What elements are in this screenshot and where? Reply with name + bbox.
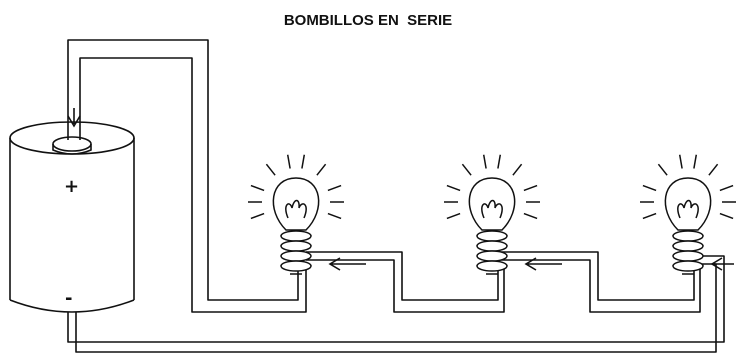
circuit-wires — [67, 39, 725, 353]
bulb-base — [476, 230, 508, 275]
arrow-left-icon — [710, 257, 734, 271]
wire-bulb2-bulb3-inner — [500, 259, 701, 313]
bulb-base — [280, 230, 312, 275]
battery: + - — [9, 121, 135, 313]
positive-terminal-label: + — [64, 176, 79, 197]
wire-bulb2-bulb3-outer — [500, 251, 695, 301]
bulb-filament — [285, 199, 307, 219]
bulb-filament — [481, 199, 503, 219]
wire-bulb1-bulb2-inner — [306, 259, 505, 313]
bulb-glass — [468, 177, 516, 231]
light-rays — [444, 154, 540, 220]
arrow-left-icon — [328, 257, 366, 271]
wire-positive-outer — [67, 39, 299, 301]
wire-return-outer — [67, 255, 725, 343]
negative-terminal-label: - — [65, 288, 72, 309]
bulb-glass — [664, 177, 712, 231]
current-arrows — [67, 108, 734, 271]
wire-positive-inner — [79, 57, 307, 313]
light-rays — [248, 154, 344, 220]
wire-bulb1-bulb2-outer — [306, 251, 499, 301]
wire-return-inner — [75, 263, 717, 353]
light-bulb — [248, 154, 344, 275]
bulb-filament — [677, 199, 699, 219]
light-bulb — [640, 154, 736, 275]
bulb-glass — [272, 177, 320, 231]
arrow-left-icon — [524, 257, 562, 271]
battery-terminal — [52, 136, 92, 152]
arrow-down-icon — [67, 108, 81, 128]
diagram-title: BOMBILLOS EN SERIE — [283, 12, 453, 29]
bulbs — [248, 154, 736, 275]
light-rays — [640, 154, 736, 220]
light-bulb — [444, 154, 540, 275]
bulb-base — [672, 230, 704, 275]
